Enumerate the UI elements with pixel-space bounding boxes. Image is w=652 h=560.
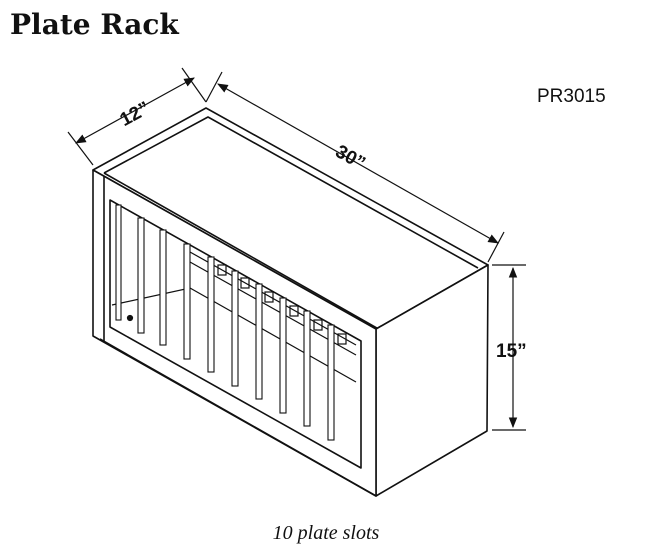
rack-slot-notch [337,333,347,345]
cabinet-top-front-edge [103,172,385,333]
rack-slot-notch [217,264,227,276]
rack-dowel [207,256,215,373]
width-dimension [205,71,505,263]
depth-dimension-line [75,77,195,144]
depth-dimension [67,67,207,166]
height-dimension-label: 15” [496,341,527,362]
rack-dowel [279,297,287,414]
rack-slot-notch [313,319,323,331]
cabinet-front-opening [109,199,362,469]
model-code: PR3015 [537,86,606,107]
width-extension-line [487,231,505,263]
rack-dowel [137,217,145,334]
rack-dowel [183,243,191,360]
rack-screw-hole [126,314,134,322]
height-dimension [492,264,526,431]
rack-slot-notch [264,291,274,303]
cabinet-body [92,107,489,497]
rack-dowel [231,270,239,387]
rack-dowels [115,204,335,441]
width-dimension-label: 30” [332,141,369,174]
rack-dowel [303,310,311,427]
width-extension-line [205,71,223,103]
depth-extension-line [67,131,94,166]
rack-slot-notch [289,305,299,317]
caption: 10 plate slots [272,522,380,544]
cabinet-front-bottom-edge [99,338,377,497]
rack-dowel [159,229,167,346]
rack-dowel [115,204,122,321]
depth-extension-line [181,67,207,103]
rack-dowel [327,324,335,441]
page-title: Plate Rack [10,8,179,41]
rack-slot-notch [240,277,250,289]
width-dimension-line [217,83,499,244]
rack-dowel [255,283,263,400]
